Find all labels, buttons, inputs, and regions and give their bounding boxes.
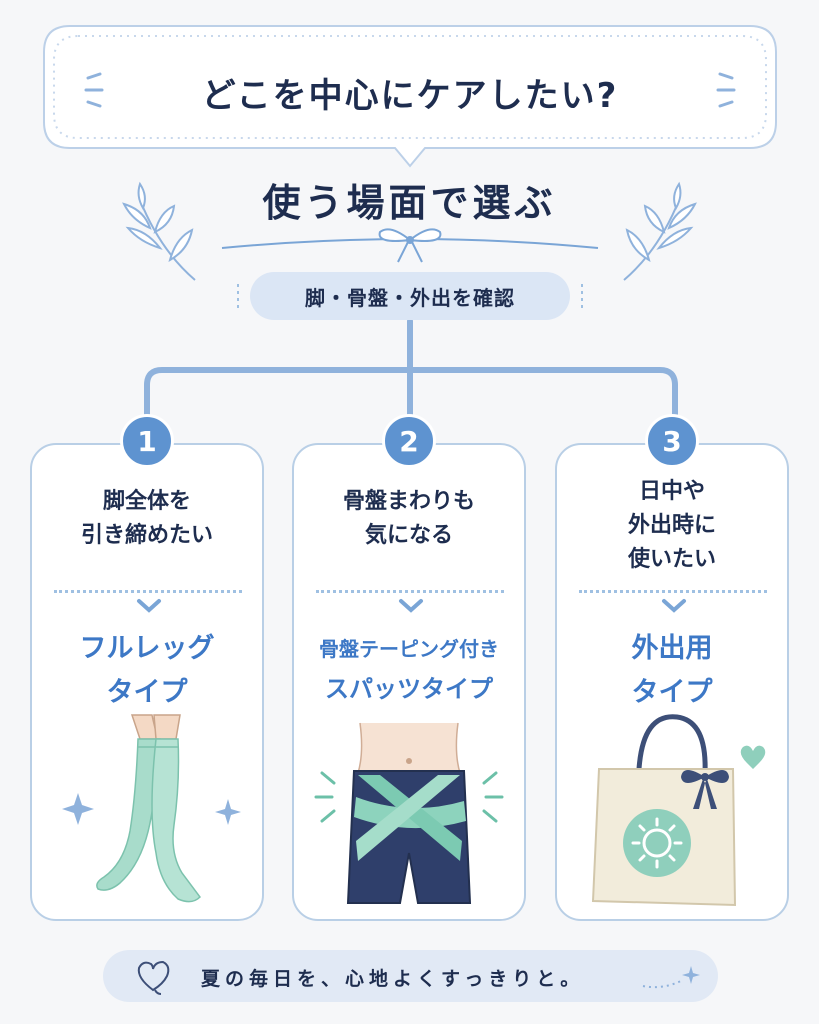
ribbon-bow-icon (378, 228, 442, 263)
leaf-branch-left-icon (122, 181, 196, 281)
tree-connector (144, 318, 678, 423)
taping-shorts-icon (314, 722, 504, 904)
heart-icon (740, 745, 766, 769)
sparkle-right-icon (716, 72, 736, 108)
chevron-down-icon (137, 599, 161, 613)
ribbon-bow-icon (681, 770, 729, 809)
sparkle-icon (215, 799, 241, 825)
step-badge-1: 1 (120, 414, 174, 468)
option-card-full-leg[interactable]: 脚全体を 引き締めたい フルレッグ タイプ (30, 443, 264, 921)
footer-banner: 夏の毎日を、心地よくすっきりと。 (103, 950, 718, 1002)
step-badge-2: 2 (382, 414, 436, 468)
heart-outline-icon (137, 960, 170, 995)
chevron-down-icon (662, 599, 686, 613)
sparkle-left-icon (84, 72, 104, 108)
sparkle-trail-icon (642, 966, 700, 989)
legs-socks-icon (62, 714, 241, 903)
sparkle-icon (62, 793, 94, 825)
check-pill: 脚・骨盤・外出を確認 (250, 272, 570, 320)
footer-message: 夏の毎日を、心地よくすっきりと。 (201, 968, 585, 990)
card-answer: 骨盤テーピング付き スパッツタイプ (319, 637, 499, 703)
card-question: 日中や 外出時に 使いたい (627, 479, 716, 572)
card-answer: フルレッグ タイプ (79, 633, 215, 708)
option-card-outdoor[interactable]: 日中や 外出時に 使いたい 外出用 タイプ (555, 443, 789, 921)
title-bubble: どこを中心にケアしたい? (40, 22, 780, 168)
card-answer: 外出用 タイプ (631, 633, 713, 708)
leaf-branch-right-icon (623, 181, 697, 281)
decorations (122, 181, 697, 423)
sparkle-lines-icon (314, 771, 504, 823)
tote-bag-icon (591, 714, 766, 907)
chevron-down-icon (399, 599, 423, 613)
dotted-divider (316, 590, 504, 593)
card-question: 骨盤まわりも 気になる (342, 489, 475, 548)
dotted-divider (54, 590, 242, 593)
step-badge-3: 3 (645, 414, 699, 468)
speech-bubble-frame (43, 25, 777, 168)
option-card-pelvis-spats[interactable]: 骨盤まわりも 気になる 骨盤テーピング付き スパッツタイプ (292, 443, 526, 921)
dotted-divider (579, 590, 767, 593)
section-subtitle: 使う場面で選ぶ (262, 181, 557, 225)
page-title: どこを中心にケアしたい? (201, 76, 619, 116)
card-question: 脚全体を 引き締めたい (80, 489, 213, 548)
